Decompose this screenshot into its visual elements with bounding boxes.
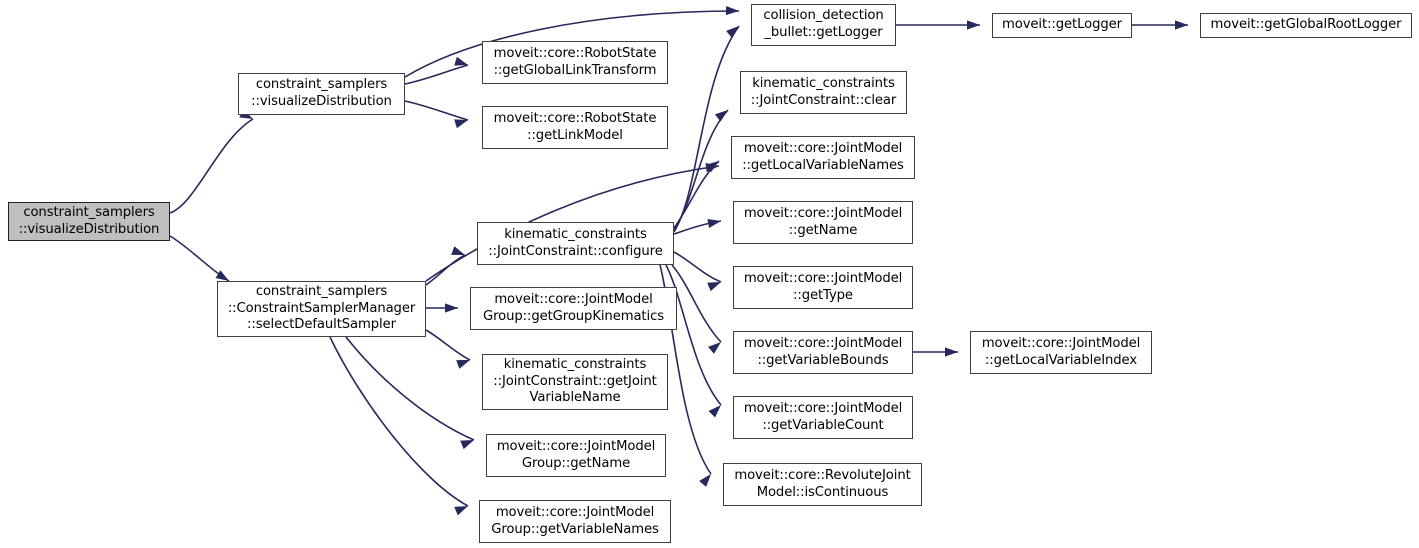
graph-arrowhead-n0-n4	[215, 270, 229, 281]
graph-arrowhead-n5-n13	[707, 218, 721, 228]
graph-arrowhead-n4-n6	[445, 303, 458, 313]
graph-arrowhead-n10-n18	[967, 20, 980, 30]
graph-edge-n0-n1	[169, 118, 254, 214]
graph-node-n3[interactable]: moveit::core::RobotState ::getLinkModel	[482, 106, 668, 149]
graph-arrowhead-n15-n19	[945, 347, 958, 357]
graph-node-n19[interactable]: moveit::core::JointModel ::getLocalVaria…	[970, 331, 1152, 374]
graph-node-n5[interactable]: kinematic_constraints ::JointConstraint:…	[477, 222, 674, 265]
graph-node-n11[interactable]: kinematic_constraints ::JointConstraint:…	[740, 71, 907, 114]
graph-edge-n5-n16	[665, 264, 722, 406]
graph-arrowhead-n5-n16	[708, 405, 721, 418]
graph-node-n6[interactable]: moveit::core::JointModel Group::getGroup…	[470, 287, 677, 330]
graph-arrowhead-n5-n10	[726, 26, 739, 38]
graph-node-n2[interactable]: moveit::core::RobotState ::getGlobalLink…	[482, 41, 668, 84]
graph-node-n16[interactable]: moveit::core::JointModel ::getVariableCo…	[733, 396, 913, 439]
graph-arrowhead-n4-n7	[456, 360, 470, 369]
graph-edge-n4-n9	[329, 336, 469, 507]
graph-arrowhead-n1-n2	[454, 56, 468, 66]
graph-arrowhead-n5-n17	[699, 474, 711, 487]
graph-edge-n5-n14	[673, 251, 722, 283]
graph-node-n7[interactable]: kinematic_constraints ::JointConstraint:…	[482, 354, 668, 410]
graph-edge-n1-n3	[404, 100, 469, 121]
graph-node-n9[interactable]: moveit::core::JointModel Group::getVaria…	[479, 500, 671, 543]
graph-edge-n1-n10	[404, 10, 740, 78]
graph-node-n1[interactable]: constraint_samplers ::visualizeDistribut…	[238, 73, 405, 115]
graph-arrowhead-n18-n20	[1175, 20, 1188, 30]
graph-edge-n5-n11	[673, 109, 729, 231]
graph-arrowhead-n4-n5	[451, 246, 465, 255]
graph-arrowhead-n5-n14	[707, 282, 721, 292]
graph-node-n4[interactable]: constraint_samplers ::ConstraintSamplerM…	[217, 281, 426, 337]
graph-node-n20[interactable]: moveit::getGlobalRootLogger	[1200, 13, 1412, 38]
graph-node-n12[interactable]: moveit::core::JointModel ::getLocalVaria…	[731, 136, 915, 179]
graph-node-n0[interactable]: constraint_samplers ::visualizeDistribut…	[8, 202, 170, 241]
graph-edge-n4-n5	[425, 254, 466, 286]
graph-node-n18[interactable]: moveit::getLogger	[992, 13, 1132, 38]
graph-arrowhead-n1-n10	[725, 5, 739, 16]
graph-arrowhead-n4-n9	[454, 506, 468, 516]
graph-node-n13[interactable]: moveit::core::JointModel ::getName	[733, 201, 913, 244]
graph-arrowhead-n5-n11	[714, 110, 728, 122]
graph-edge-n5-n15	[671, 264, 722, 343]
graph-edge-n4-n7	[425, 329, 471, 361]
graph-edge-n5-n12	[673, 160, 720, 229]
graph-arrowhead-n5-n12	[705, 161, 719, 173]
graph-arrowhead-n1-n3	[454, 119, 468, 129]
graph-edge-n5-n10	[673, 25, 740, 233]
graph-edge-n4-n8	[345, 336, 475, 441]
graph-arrowhead-n4-n8	[460, 440, 474, 450]
graph-edge-n4-n12	[425, 165, 720, 282]
graph-edge-n1-n2	[404, 64, 469, 85]
graph-node-n8[interactable]: moveit::core::JointModel Group::getName	[486, 434, 666, 477]
graph-node-n17[interactable]: moveit::core::RevoluteJoint Model::isCon…	[723, 463, 922, 506]
graph-arrowhead-n5-n15	[708, 342, 721, 354]
graph-node-n15[interactable]: moveit::core::JointModel ::getVariableBo…	[733, 331, 913, 374]
graph-node-n10[interactable]: collision_detection _bullet::getLogger	[751, 4, 896, 46]
graph-node-n14[interactable]: moveit::core::JointModel ::getType	[733, 266, 913, 309]
